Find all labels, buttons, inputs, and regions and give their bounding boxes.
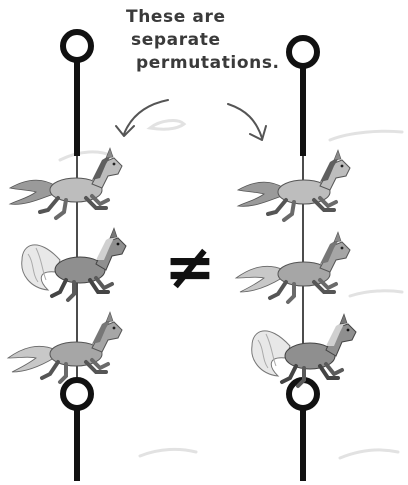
left-carousel xyxy=(63,32,91,481)
background-swirl xyxy=(140,449,196,456)
annotation-arrows xyxy=(116,100,266,140)
left-horse-3 xyxy=(8,312,122,382)
left-pole-top-shaft xyxy=(74,60,80,156)
background-swirl xyxy=(330,131,402,140)
right-horse-1 xyxy=(238,150,350,220)
right-horse-3 xyxy=(252,314,356,386)
right-pole-bottom-ring xyxy=(289,380,317,408)
right-pole-top-shaft xyxy=(300,66,306,156)
not-equal-symbol: ≠ xyxy=(160,232,220,302)
background-swirl xyxy=(340,450,398,458)
background-swirl xyxy=(150,121,184,130)
right-pole-bottom-shaft xyxy=(300,408,306,481)
annotation-note: These are separate permutations. xyxy=(118,6,298,75)
annotation-line-2: separate xyxy=(131,29,298,52)
right-horse-2 xyxy=(236,232,350,302)
right-arrow-shaft xyxy=(228,104,262,138)
annotation-line-1: These are xyxy=(126,6,298,29)
right-carousel xyxy=(289,38,317,481)
background-swirl xyxy=(350,291,402,296)
left-pole-bottom-ring xyxy=(63,380,91,408)
left-pole-top-ring xyxy=(63,32,91,60)
left-pole-bottom-shaft xyxy=(74,408,80,481)
left-horse-2 xyxy=(22,228,126,300)
annotation-line-3: permutations. xyxy=(136,52,298,75)
